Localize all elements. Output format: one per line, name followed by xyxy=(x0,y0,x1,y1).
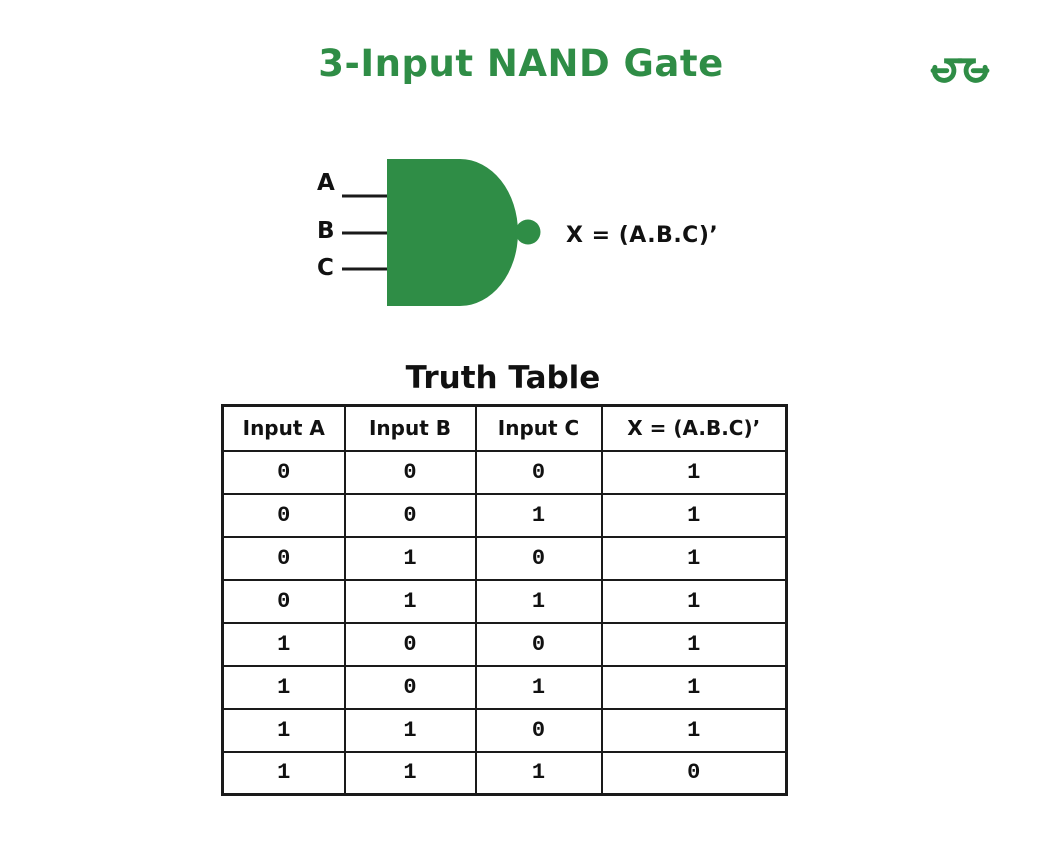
table-cell: 0 xyxy=(221,449,346,495)
table-cell: 1 xyxy=(600,664,788,710)
column-header: Input A xyxy=(221,404,346,452)
input-label-a: A xyxy=(317,170,335,196)
table-cell: 1 xyxy=(343,578,477,624)
table-cell: 1 xyxy=(221,750,346,796)
column-header: Input C xyxy=(474,404,603,452)
table-cell: 0 xyxy=(221,492,346,538)
table-cell: 1 xyxy=(221,707,346,753)
table-cell: 1 xyxy=(600,621,788,667)
page-title: 3-Input NAND Gate xyxy=(318,42,724,85)
table-cell: 1 xyxy=(221,664,346,710)
table-cell: 0 xyxy=(343,621,477,667)
table-cell: 1 xyxy=(343,535,477,581)
gate-output-label: X = (A.B.C)’ xyxy=(566,223,719,248)
input-label-b: B xyxy=(317,218,335,244)
logo-right-g xyxy=(955,58,990,83)
geeksforgeeks-logo xyxy=(930,58,990,83)
truth-table-title: Truth Table xyxy=(405,360,601,396)
table-cell: 0 xyxy=(343,664,477,710)
table-cell: 1 xyxy=(474,492,603,538)
logo-left-g xyxy=(930,58,965,83)
table-cell: 0 xyxy=(343,449,477,495)
inversion-bubble-icon xyxy=(515,219,541,245)
table-cell: 0 xyxy=(474,621,603,667)
table-cell: 0 xyxy=(474,449,603,495)
table-cell: 1 xyxy=(600,535,788,581)
table-cell: 1 xyxy=(600,492,788,538)
table-cell: 0 xyxy=(474,535,603,581)
table-cell: 1 xyxy=(600,578,788,624)
nand-gate-symbol: A B C xyxy=(317,159,541,306)
table-cell: 1 xyxy=(600,707,788,753)
table-cell: 1 xyxy=(343,750,477,796)
table-cell: 1 xyxy=(221,621,346,667)
table-cell: 1 xyxy=(474,750,603,796)
input-label-c: C xyxy=(317,255,334,281)
table-cell: 0 xyxy=(343,492,477,538)
gate-body xyxy=(387,159,518,306)
table-cell: 0 xyxy=(221,578,346,624)
table-cell: 0 xyxy=(221,535,346,581)
column-header: X = (A.B.C)’ xyxy=(600,404,788,452)
column-header: Input B xyxy=(343,404,477,452)
table-cell: 1 xyxy=(474,578,603,624)
table-cell: 0 xyxy=(474,707,603,753)
table-cell: 0 xyxy=(600,750,788,796)
table-cell: 1 xyxy=(474,664,603,710)
table-cell: 1 xyxy=(343,707,477,753)
table-cell: 1 xyxy=(600,449,788,495)
